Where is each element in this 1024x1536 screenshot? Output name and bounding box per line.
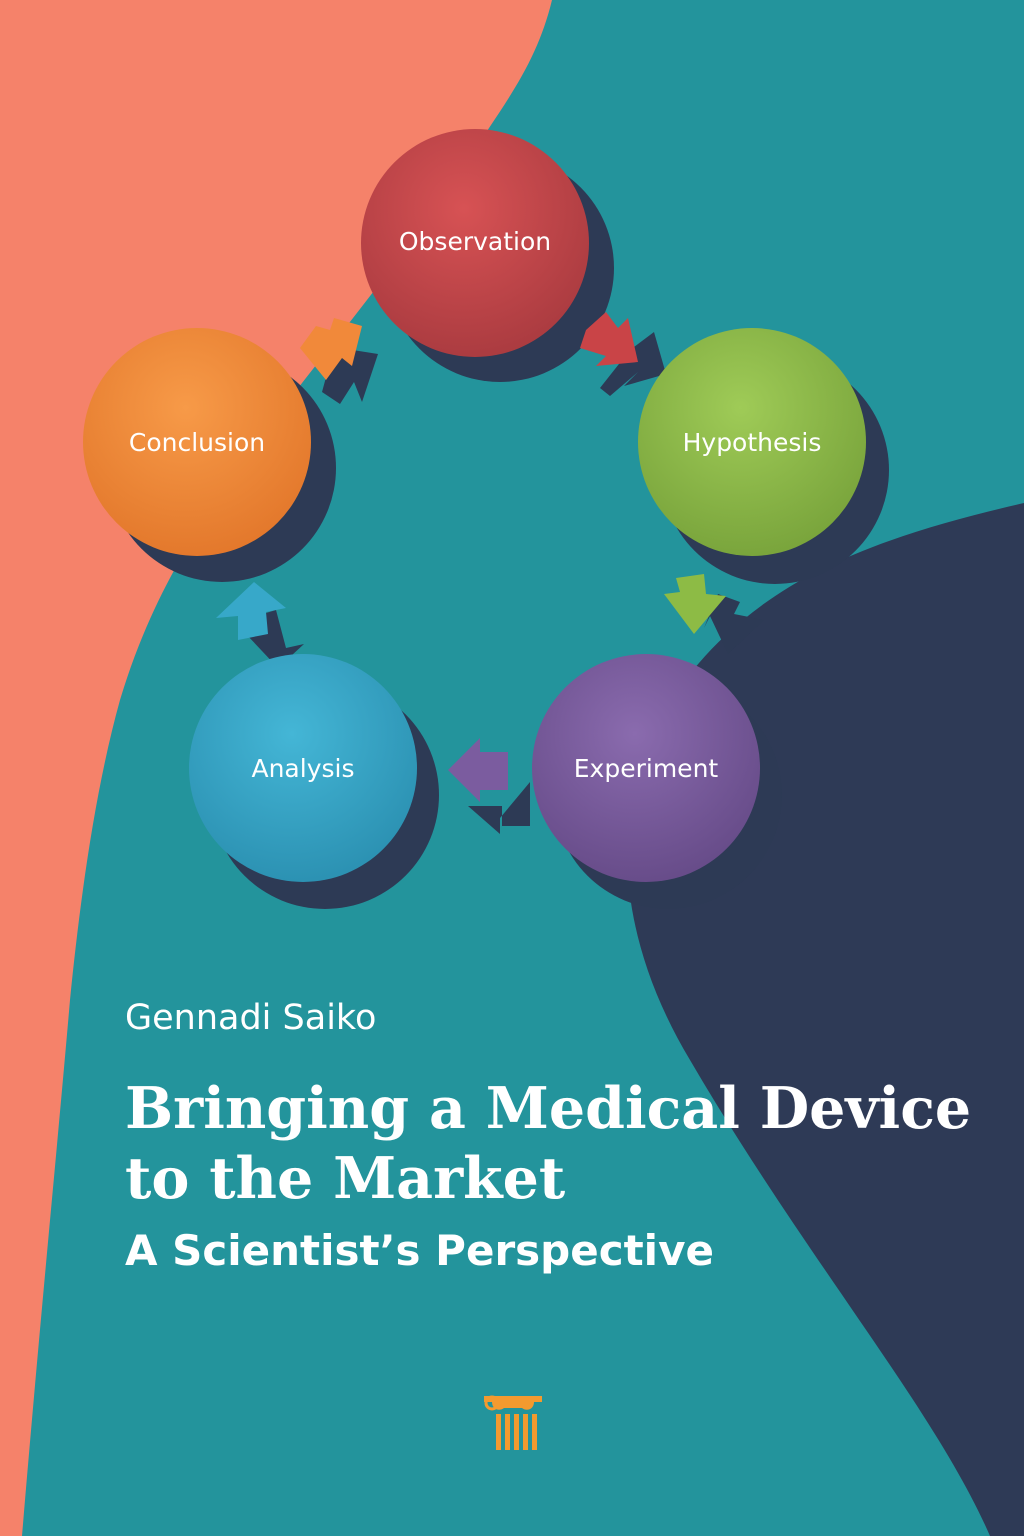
- node-experiment: Experiment: [532, 654, 760, 882]
- node-hypothesis: Hypothesis: [638, 328, 866, 556]
- column-capital-icon: [484, 1395, 542, 1450]
- arrow-conclusion-to-observation: [300, 318, 362, 380]
- node-label: Hypothesis: [683, 428, 822, 457]
- node-analysis: Analysis: [189, 654, 417, 882]
- title-line-1: Bringing a Medical Device: [125, 1075, 972, 1142]
- arrow-analysis-to-conclusion: [216, 582, 286, 640]
- node-observation: Observation: [361, 129, 589, 357]
- book-title: Bringing a Medical Device to the Market: [125, 1074, 971, 1214]
- node-conclusion: Conclusion: [83, 328, 311, 556]
- node-label: Analysis: [251, 754, 354, 783]
- arrow-hypothesis-to-experiment: [664, 574, 726, 634]
- title-line-2: to the Market: [125, 1145, 566, 1212]
- node-label: Conclusion: [129, 428, 265, 457]
- author-name: Gennadi Saiko: [125, 998, 377, 1038]
- node-label: Experiment: [574, 754, 719, 783]
- arrow-experiment-to-analysis: [448, 738, 508, 802]
- node-label: Observation: [399, 227, 551, 256]
- arrow-observation-to-hypothesis: [580, 312, 638, 366]
- book-subtitle: A Scientist’s Perspective: [125, 1226, 714, 1275]
